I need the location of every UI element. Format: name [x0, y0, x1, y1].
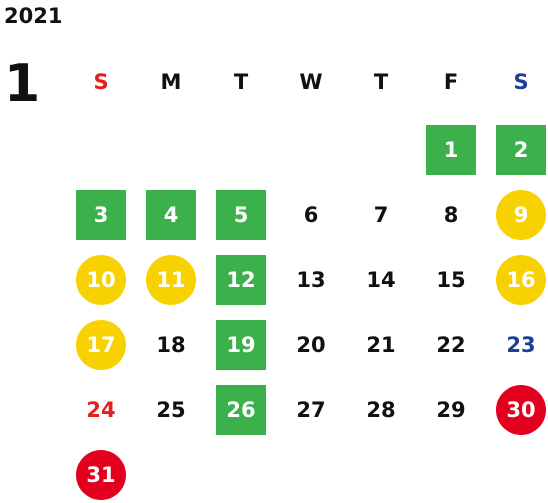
calendar-month: 1: [4, 54, 41, 114]
day-number: 8: [443, 203, 459, 227]
day-number: 15: [436, 268, 466, 292]
day-cell-4[interactable]: 4: [146, 190, 196, 240]
day-number: 10: [86, 268, 116, 292]
day-cell-31[interactable]: 31: [76, 450, 126, 500]
day-number: 30: [506, 398, 536, 422]
day-number: 14: [366, 268, 396, 292]
day-number: 20: [296, 333, 326, 357]
day-number: 5: [233, 203, 249, 227]
day-cell-15[interactable]: 15: [426, 255, 476, 305]
day-number: 9: [513, 203, 529, 227]
day-cell-8[interactable]: 8: [426, 190, 476, 240]
day-number: 29: [436, 398, 466, 422]
day-number: 13: [296, 268, 326, 292]
day-cell-12[interactable]: 12: [216, 255, 266, 305]
day-cell-26[interactable]: 26: [216, 385, 266, 435]
day-cell-5[interactable]: 5: [216, 190, 266, 240]
weekday-label-mon: M: [160, 70, 182, 94]
day-cell-22[interactable]: 22: [426, 320, 476, 370]
calendar-year: 2021: [4, 4, 63, 28]
day-number: 7: [373, 203, 389, 227]
weekday-label-thu: T: [373, 70, 389, 94]
day-cell-6[interactable]: 6: [286, 190, 336, 240]
day-cell-9[interactable]: 9: [496, 190, 546, 240]
day-cell-21[interactable]: 21: [356, 320, 406, 370]
day-number: 6: [303, 203, 319, 227]
day-number: 19: [226, 333, 256, 357]
day-number: 21: [366, 333, 396, 357]
day-cell-29[interactable]: 29: [426, 385, 476, 435]
day-number: 28: [366, 398, 396, 422]
weekday-label-fri: F: [443, 70, 459, 94]
day-cell-28[interactable]: 28: [356, 385, 406, 435]
day-number: 23: [506, 333, 536, 357]
day-number: 1: [443, 138, 459, 162]
day-number: 31: [86, 463, 116, 487]
weekday-label-sun: S: [93, 70, 109, 94]
day-cell-1[interactable]: 1: [426, 125, 476, 175]
day-cell-27[interactable]: 27: [286, 385, 336, 435]
day-cell-30[interactable]: 30: [496, 385, 546, 435]
day-number: 22: [436, 333, 466, 357]
day-number: 25: [156, 398, 186, 422]
day-number: 26: [226, 398, 256, 422]
day-number: 12: [226, 268, 256, 292]
day-cell-20[interactable]: 20: [286, 320, 336, 370]
day-number: 16: [506, 268, 536, 292]
day-cell-7[interactable]: 7: [356, 190, 406, 240]
day-number: 27: [296, 398, 326, 422]
day-cell-24[interactable]: 24: [76, 385, 126, 435]
day-cell-2[interactable]: 2: [496, 125, 546, 175]
weekday-label-wed: W: [299, 70, 323, 94]
day-number: 3: [93, 203, 109, 227]
day-number: 2: [513, 138, 529, 162]
weekday-label-tue: T: [233, 70, 249, 94]
weekday-label-sat: S: [513, 70, 529, 94]
day-cell-17[interactable]: 17: [76, 320, 126, 370]
day-number: 11: [156, 268, 186, 292]
day-cell-3[interactable]: 3: [76, 190, 126, 240]
day-number: 18: [156, 333, 186, 357]
day-number: 24: [86, 398, 116, 422]
day-number: 4: [163, 203, 179, 227]
day-cell-11[interactable]: 11: [146, 255, 196, 305]
day-cell-10[interactable]: 10: [76, 255, 126, 305]
day-cell-13[interactable]: 13: [286, 255, 336, 305]
day-cell-14[interactable]: 14: [356, 255, 406, 305]
day-cell-19[interactable]: 19: [216, 320, 266, 370]
day-cell-23[interactable]: 23: [496, 320, 546, 370]
day-cell-18[interactable]: 18: [146, 320, 196, 370]
day-number: 17: [86, 333, 116, 357]
day-cell-25[interactable]: 25: [146, 385, 196, 435]
day-cell-16[interactable]: 16: [496, 255, 546, 305]
